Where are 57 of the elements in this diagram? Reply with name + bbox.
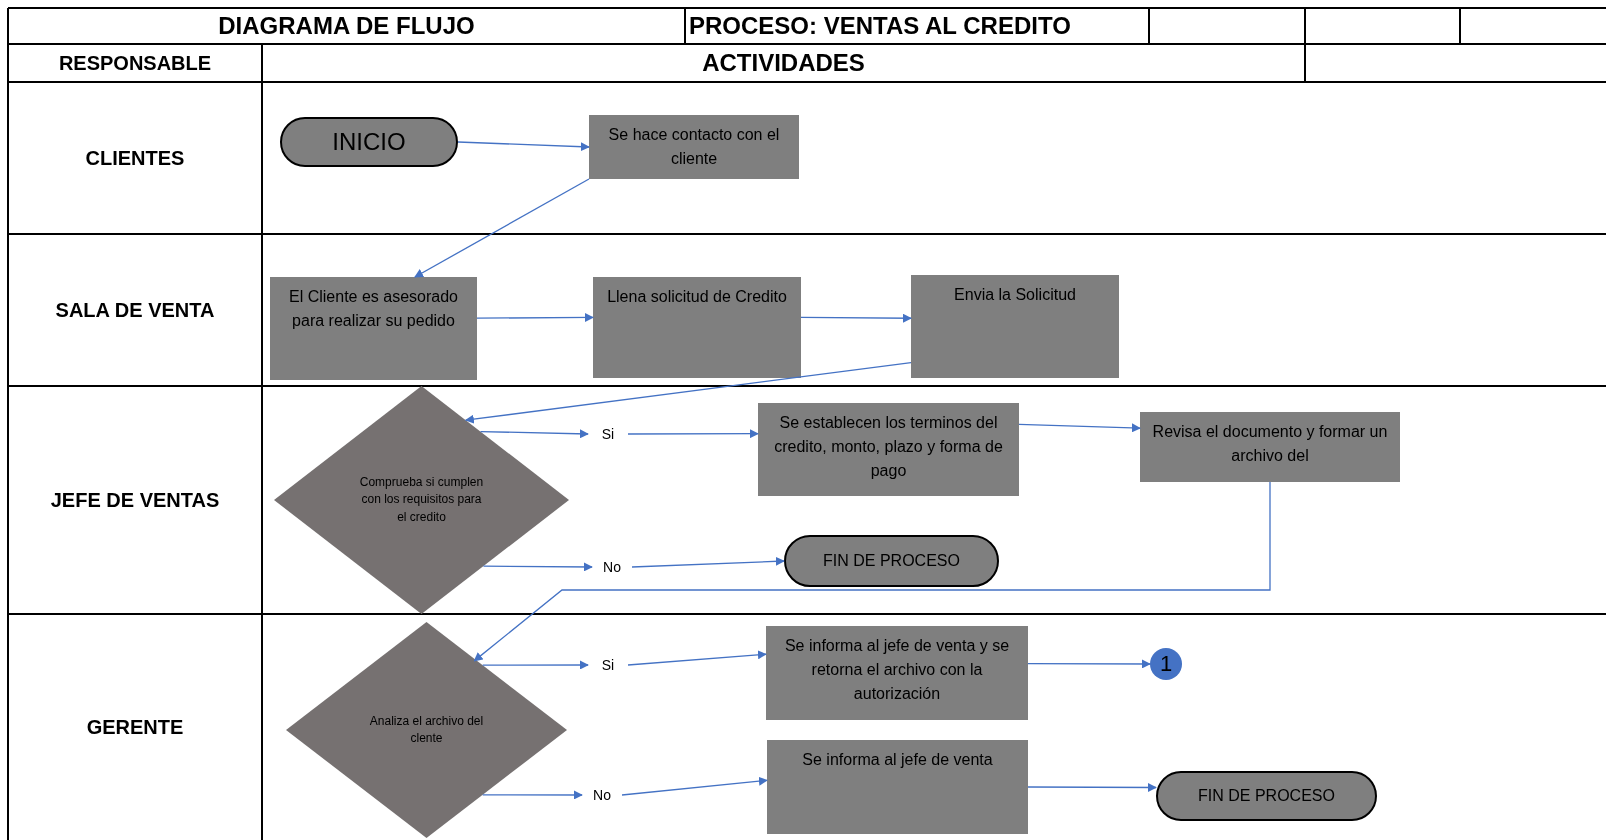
decision-diamond bbox=[274, 386, 569, 614]
arrow bbox=[464, 361, 912, 424]
lane-label: GERENTE bbox=[86, 715, 184, 739]
arrow bbox=[627, 429, 759, 439]
decision-text: Comprueba si cumplen con los requisitos para el credito bbox=[358, 473, 485, 526]
column-header: ACTIVIDADES bbox=[702, 49, 865, 77]
table-heading: PROCESO: VENTAS AL CREDITO bbox=[689, 12, 1071, 40]
box-text: Se informa al jefe de venta bbox=[802, 750, 993, 770]
terminal-pill bbox=[784, 535, 999, 587]
process-box bbox=[270, 277, 477, 380]
terminal-text: INICIO bbox=[332, 128, 406, 156]
table-title: DIAGRAMA DE FLUJO bbox=[218, 12, 475, 40]
terminal-pill bbox=[1156, 771, 1377, 821]
branch-label: No bbox=[593, 787, 611, 803]
process-box bbox=[589, 115, 799, 179]
terminal-text: FIN DE PROCESO bbox=[1198, 787, 1335, 805]
arrow bbox=[457, 141, 590, 152]
branch-label: Si bbox=[601, 426, 615, 442]
arrow bbox=[482, 562, 593, 572]
connector-number: 1 bbox=[1159, 651, 1173, 677]
process-box bbox=[593, 277, 801, 378]
process-box bbox=[911, 275, 1119, 378]
process-box bbox=[1140, 412, 1400, 482]
lane-label: SALA DE VENTA bbox=[55, 298, 215, 322]
process-box bbox=[766, 626, 1028, 720]
arrow bbox=[473, 481, 1271, 662]
lane-label: JEFE DE VENTAS bbox=[50, 488, 220, 512]
box-text: El Cliente es asesorado para realizar su pedido bbox=[288, 287, 459, 331]
terminal-text: FIN DE PROCESO bbox=[823, 552, 960, 570]
box-text: Se establecen los terminos del credito, monto, plazo y forma de pago bbox=[773, 413, 1004, 481]
branch-label: No bbox=[603, 559, 621, 575]
box-text: Se hace contacto con el cliente bbox=[607, 125, 781, 169]
process-box bbox=[758, 403, 1019, 496]
arrow bbox=[1018, 423, 1141, 433]
box-text: Envia la Solicitud bbox=[954, 285, 1076, 305]
arrow bbox=[482, 660, 589, 670]
arrow bbox=[627, 650, 767, 666]
box-text: Se informa al jefe de venta y se retorna el archivo con la autorización bbox=[783, 636, 1011, 704]
arrow bbox=[479, 429, 589, 439]
arrow bbox=[1027, 659, 1151, 669]
box-text: Llena solicitud de Credito bbox=[607, 287, 787, 307]
lane-label: CLIENTES bbox=[85, 146, 185, 170]
arrow bbox=[800, 313, 912, 323]
arrow bbox=[1027, 782, 1157, 792]
box-text: Revisa el documento y formar un archivo del bbox=[1151, 422, 1389, 466]
terminal-pill bbox=[280, 117, 458, 167]
decision-text: Analiza el archivo del clente bbox=[368, 712, 485, 747]
connector-circle bbox=[1150, 648, 1182, 680]
arrow bbox=[631, 556, 785, 568]
branch-label: Si bbox=[601, 657, 615, 673]
decision-diamond bbox=[286, 622, 567, 838]
arrow bbox=[476, 312, 594, 322]
arrow bbox=[621, 776, 768, 796]
column-header: RESPONSABLE bbox=[58, 51, 212, 75]
arrow bbox=[482, 790, 583, 800]
arrow bbox=[414, 178, 590, 278]
process-box bbox=[767, 740, 1028, 834]
